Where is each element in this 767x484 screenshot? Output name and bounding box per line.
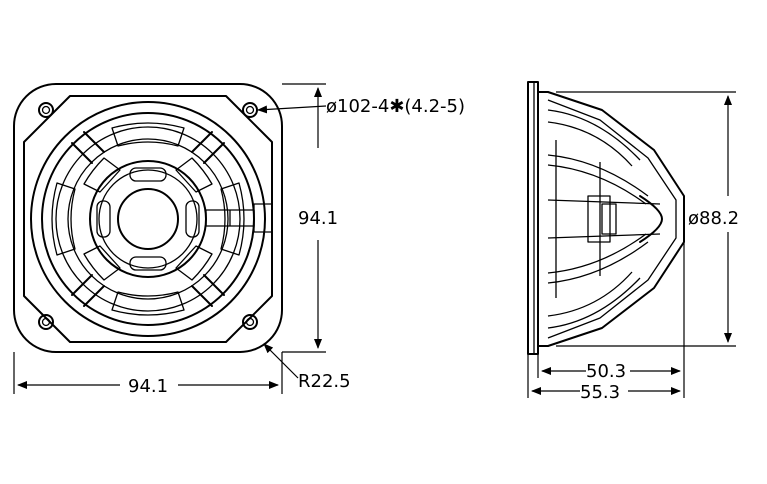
front-height-label: 94.1	[298, 208, 338, 229]
inner-depth-label: 50.3	[586, 361, 626, 382]
front-windows	[51, 122, 245, 316]
side-view	[527, 81, 685, 355]
side-dimensions	[527, 91, 736, 398]
front-spokes	[71, 131, 225, 307]
front-mounting-holes	[38, 102, 258, 330]
side-diameter-label: ø88.2	[688, 208, 739, 229]
side-flange	[527, 81, 539, 355]
front-dimensions	[13, 83, 327, 394]
total-depth-label: 55.3	[580, 382, 620, 403]
mounting-hole-label: ø102-4✱(4.2-5)	[326, 96, 465, 117]
front-terminal	[205, 203, 273, 233]
front-pole-piece	[117, 188, 179, 250]
side-basket-outline	[537, 91, 685, 347]
front-basket-outline	[23, 95, 273, 343]
front-magnet-slots	[96, 167, 200, 271]
corner-radius-label: R22.5	[298, 371, 351, 392]
front-frame	[13, 83, 283, 353]
front-width-label: 94.1	[128, 376, 168, 397]
side-basket-arms	[547, 109, 661, 329]
front-view	[13, 83, 283, 353]
